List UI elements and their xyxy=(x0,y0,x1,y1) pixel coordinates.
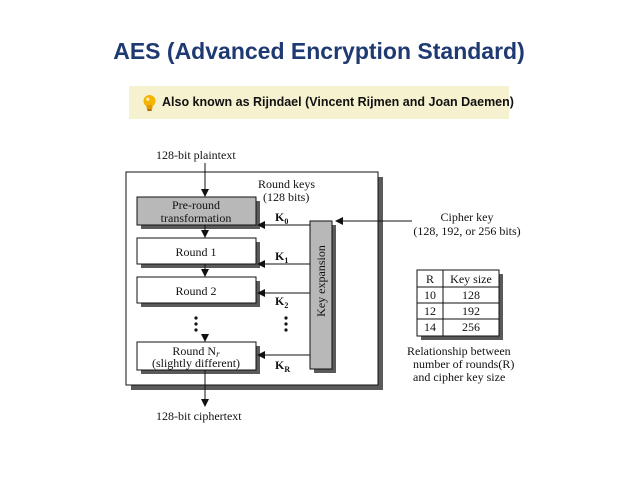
pre-round-line-1: Pre-round xyxy=(172,198,220,212)
k0-label: K0 xyxy=(275,210,288,226)
key-expansion-label: Key expansion xyxy=(314,245,328,317)
table-cell: 12 xyxy=(424,304,436,318)
output-label: 128-bit ciphertext xyxy=(156,409,242,423)
slide-title: AES (Advanced Encryption Standard) xyxy=(113,38,525,64)
ellipsis-rounds xyxy=(194,316,198,332)
note-text: Also known as Rijndael (Vincent Rijmen a… xyxy=(162,95,514,109)
table-caption-line-1: Relationship between xyxy=(407,344,511,358)
table-cell: 128 xyxy=(462,288,480,302)
table-header: R xyxy=(426,272,434,286)
table-cell: 10 xyxy=(424,288,436,302)
lightbulb-icon xyxy=(143,95,156,111)
pre-round-box xyxy=(136,196,257,226)
round-keys-bits: (128 bits) xyxy=(263,190,309,204)
kr-label: KR xyxy=(275,358,290,374)
key-expansion-box xyxy=(309,220,333,370)
table-caption-line-2: number of rounds(R) xyxy=(413,357,514,371)
table-cell: 256 xyxy=(462,320,480,334)
k1-label: K1 xyxy=(275,249,288,265)
input-label: 128-bit plaintext xyxy=(156,148,236,162)
table-header: Key size xyxy=(450,272,492,286)
ellipsis-keys xyxy=(284,316,288,332)
round-2-label: Round 2 xyxy=(175,284,216,298)
round-2-box xyxy=(136,276,257,304)
cipher-key-bits: (128, 192, or 256 bits) xyxy=(413,224,520,238)
round-keys-label: Round keys xyxy=(258,177,315,191)
rounds-table: R Key size 10 128 12 192 14 256 xyxy=(416,269,503,340)
round-1-box xyxy=(136,237,257,265)
round-last-line-2: (slightly different) xyxy=(152,356,240,370)
round-last-box xyxy=(136,341,257,371)
round-last-line-1: Round Nr xyxy=(172,344,220,359)
cipher-key-label: Cipher key xyxy=(441,210,494,224)
note-callout: Also known as Rijndael (Vincent Rijmen a… xyxy=(129,86,514,119)
table-cell: 14 xyxy=(424,320,436,334)
table-cell: 192 xyxy=(462,304,480,318)
k2-label: K2 xyxy=(275,294,288,310)
round-1-label: Round 1 xyxy=(175,245,216,259)
table-caption-line-3: and cipher key size xyxy=(413,370,505,384)
pre-round-line-2: transformation xyxy=(161,211,232,225)
